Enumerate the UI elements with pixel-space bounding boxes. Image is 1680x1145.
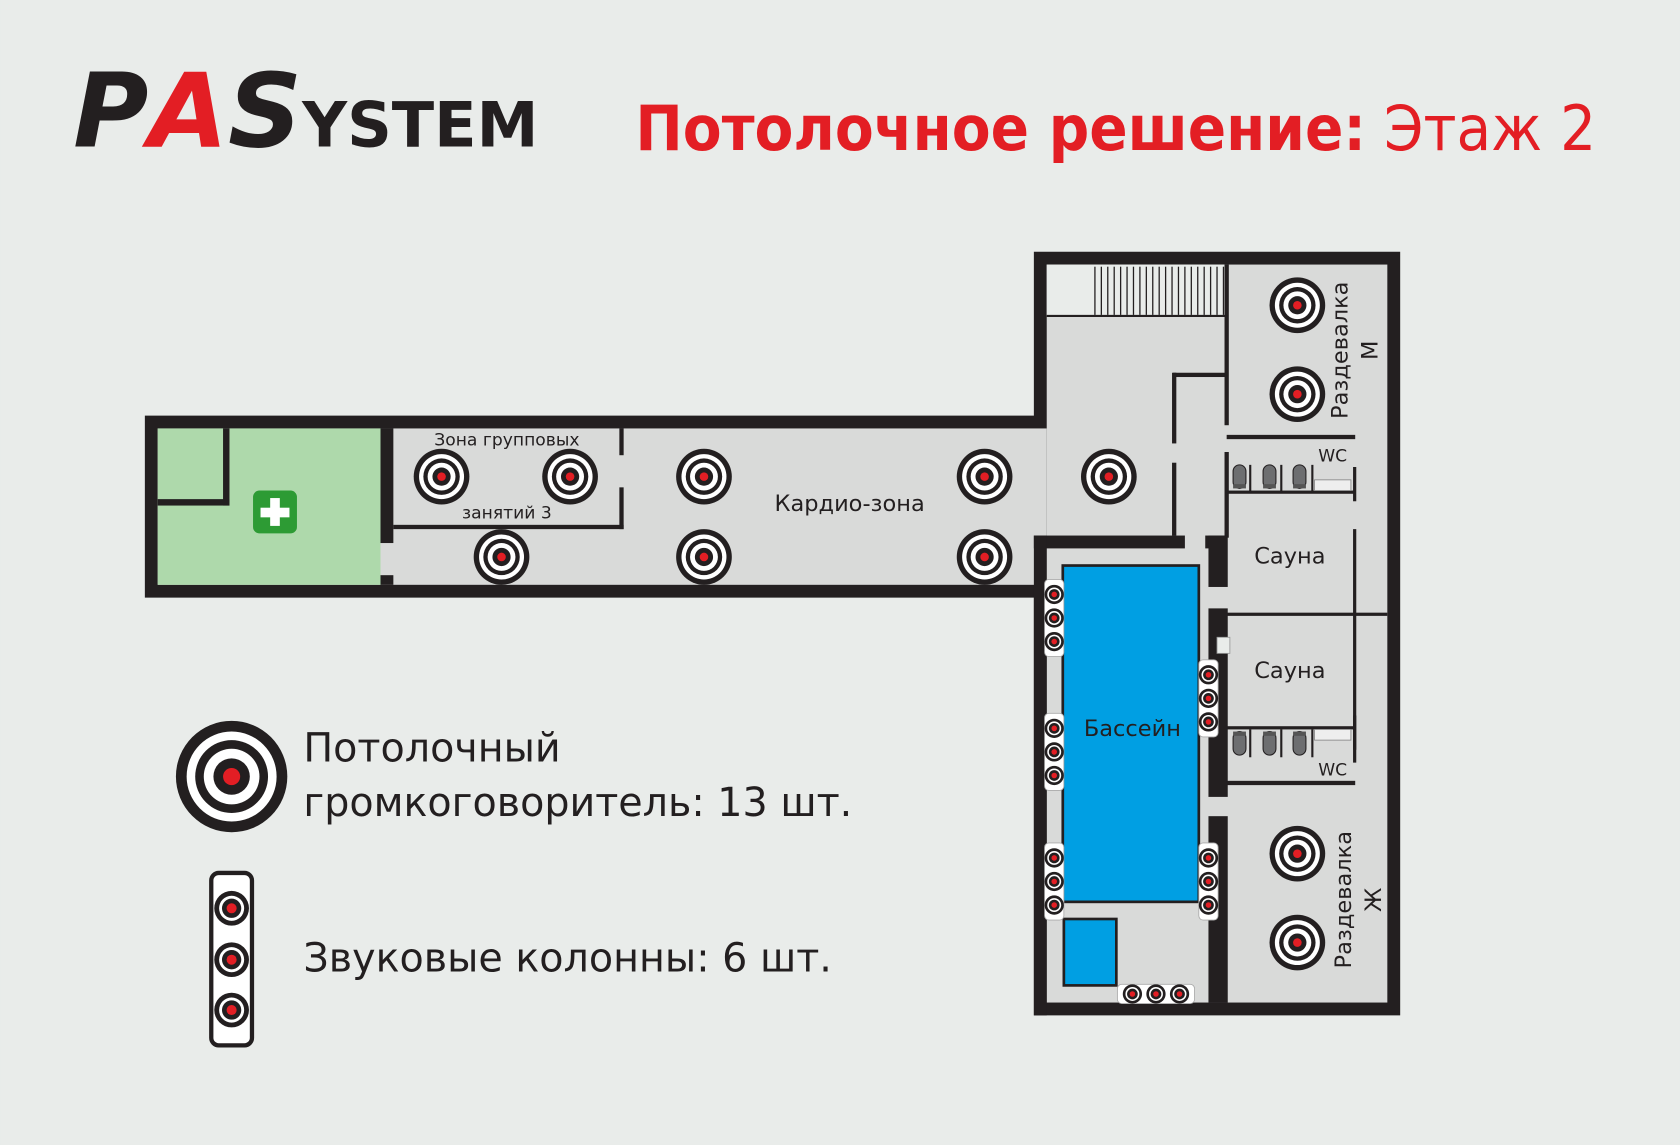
label-locker-f: Раздевалка — [1331, 831, 1357, 968]
ceiling-speaker-icon — [473, 529, 530, 585]
ceiling-speaker-icon — [1269, 825, 1326, 882]
ceiling-speaker-icon — [413, 448, 470, 505]
ceiling-speaker-icon — [676, 448, 732, 505]
page-title: Потолочное решение: Этаж 2 — [635, 92, 1596, 165]
label-locker-m: Раздевалка — [1328, 282, 1354, 419]
ceiling-speaker-icon — [676, 529, 732, 585]
label-sauna-1: Сауна — [1254, 543, 1325, 569]
label-group-zone: Зона групповых — [434, 431, 579, 451]
label-locker-m-2: М — [1358, 341, 1384, 360]
ceiling-speaker-icon — [1269, 277, 1326, 334]
column-speaker-icon — [1045, 713, 1064, 790]
column-speaker-icon — [1045, 843, 1064, 920]
legend-ceiling-label-2: громкоговоритель: 13 шт. — [303, 780, 852, 826]
ceiling-speaker-icon — [956, 448, 1013, 505]
column-speaker-icon — [1045, 579, 1064, 656]
legend-ceiling-label-1: Потолочный — [303, 726, 560, 772]
column-speaker-icon — [1199, 660, 1218, 737]
ceiling-speaker-icon — [542, 448, 598, 505]
wc-fixtures-top — [1232, 464, 1352, 491]
label-cardio: Кардио-зона — [775, 491, 925, 517]
label-wc-top: WC — [1318, 447, 1347, 467]
ceiling-speaker-icon — [956, 529, 1013, 585]
label-sauna-2: Сауна — [1254, 658, 1325, 684]
ceiling-speaker-icon — [1269, 366, 1326, 423]
column-speaker-icon — [1117, 984, 1194, 1003]
small-pool — [1062, 917, 1118, 987]
ceiling-speaker-icon — [1269, 914, 1326, 971]
legend-columns-label: Звуковые колонны: 6 шт. — [303, 935, 832, 981]
column-speaker-icon — [1199, 843, 1218, 920]
label-group-zone-2: занятий 3 — [462, 503, 552, 523]
first-aid-icon — [253, 490, 297, 534]
stairs — [1046, 264, 1227, 318]
legend: Потолочный громкоговоритель: 13 шт. Звук… — [175, 720, 852, 1048]
legend-ceiling-speaker-icon — [175, 720, 288, 833]
logo-pa: PASYSTEM — [73, 53, 538, 172]
logo: PASYSTEM — [73, 53, 538, 172]
legend-column-speaker-icon — [209, 870, 255, 1048]
label-locker-f-2: Ж — [1361, 888, 1387, 912]
ceiling-speaker-icon — [1080, 448, 1137, 505]
label-pool: Бассейн — [1084, 716, 1181, 742]
wc-fixtures-bottom — [1232, 728, 1352, 756]
label-wc-bottom: WC — [1318, 760, 1347, 780]
